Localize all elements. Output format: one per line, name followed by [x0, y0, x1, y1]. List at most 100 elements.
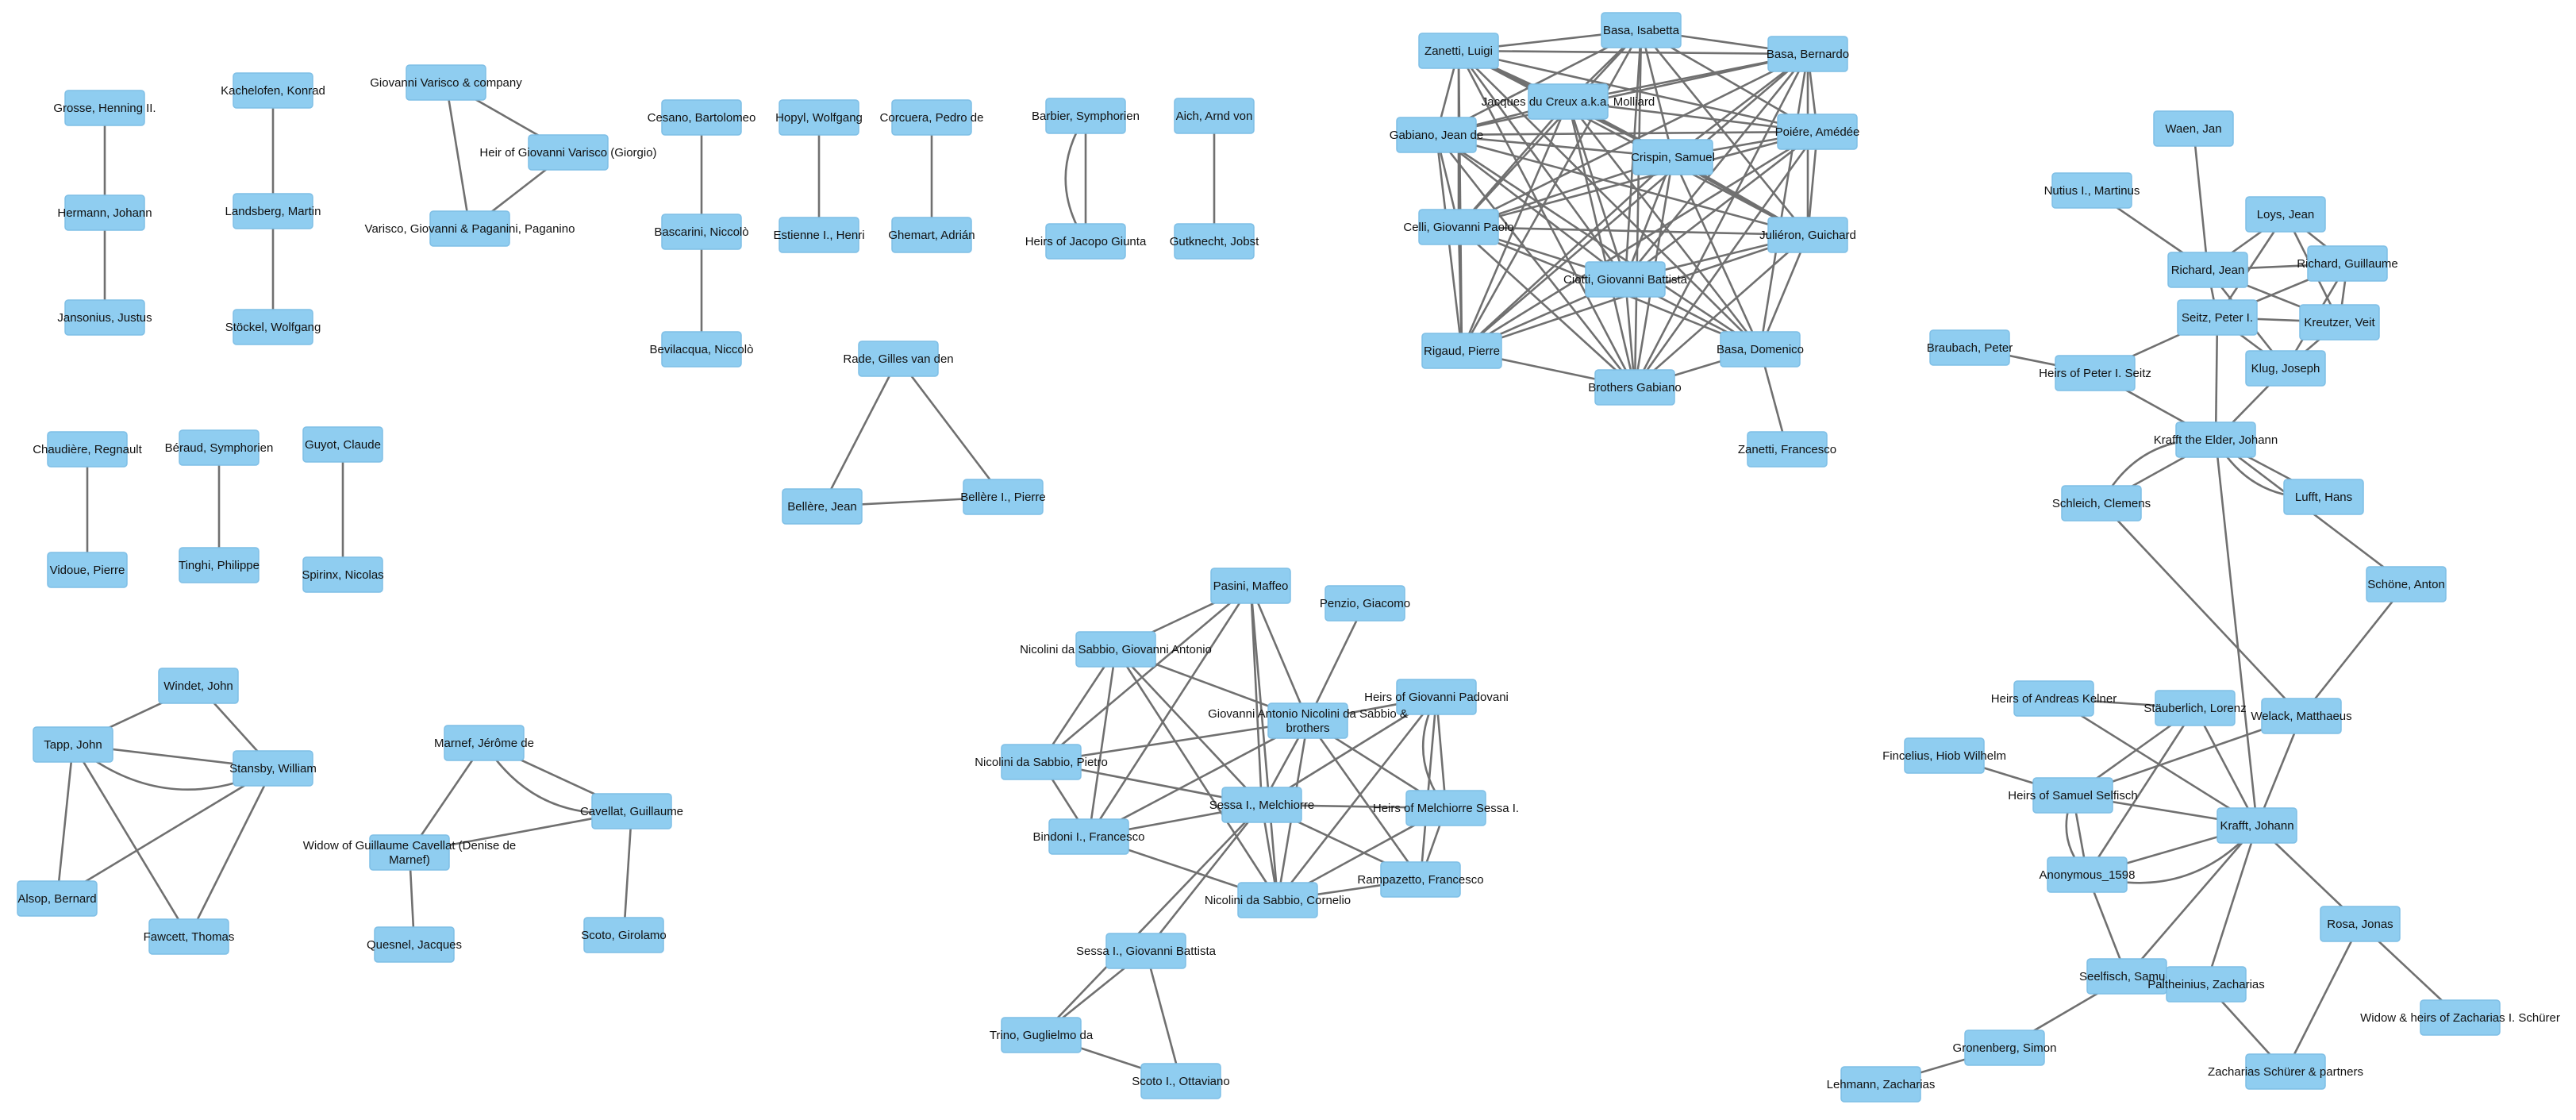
node-lehmann[interactable]: Lehmann, Zacharias: [1827, 1066, 1936, 1103]
node-rosa[interactable]: Rosa, Jonas: [2320, 906, 2401, 942]
node-bevilacqua[interactable]: Bevilacqua, Niccolò: [650, 331, 754, 368]
node-braubach[interactable]: Braubach, Peter: [1927, 329, 2013, 366]
node-krafft_elder[interactable]: Krafft the Elder, Johann: [2154, 421, 2278, 458]
node-nicolini_p[interactable]: Nicolini da Sabbio, Pietro: [975, 744, 1108, 780]
node-heirs_selfisch[interactable]: Heirs of Samuel Selfisch: [2008, 777, 2138, 814]
node-chaudiere[interactable]: Chaudière, Regnault: [33, 431, 143, 468]
node-seitz[interactable]: Seitz, Peter I.: [2177, 299, 2258, 336]
node-loys[interactable]: Loys, Jean: [2245, 196, 2326, 233]
node-fincelius[interactable]: Fincelius, Hiob Wilhelm: [1882, 737, 2006, 774]
node-klug[interactable]: Klug, Joseph: [2245, 350, 2326, 387]
node-landsberg[interactable]: Landsberg, Martin: [225, 193, 321, 229]
node-hermann[interactable]: Hermann, Johann: [57, 194, 152, 231]
node-ciotti[interactable]: Ciotti, Giovanni Battista: [1563, 261, 1688, 298]
node-nicolini_ga[interactable]: Nicolini da Sabbio, Giovanni Antonio: [1020, 631, 1212, 668]
node-paltheinius[interactable]: Paltheinius, Zacharias: [2147, 966, 2265, 1003]
node-schone[interactable]: Schöne, Anton: [2366, 566, 2447, 602]
node-tapp[interactable]: Tapp, John: [33, 726, 113, 763]
node-zanetti_l[interactable]: Zanetti, Luigi: [1418, 33, 1499, 69]
node-basa_i[interactable]: Basa, Isabetta: [1601, 12, 1682, 48]
node-heirs_seitz[interactable]: Heirs of Peter I. Seitz: [2039, 355, 2151, 391]
node-heirs_sessa_m[interactable]: Heirs of Melchiorre Sessa I.: [1373, 790, 1519, 826]
node-varisco_co[interactable]: Giovanni Varisco & company: [370, 64, 522, 101]
node-rigaud[interactable]: Rigaud, Pierre: [1421, 333, 1502, 369]
node-brothers_gabiano[interactable]: Brothers Gabiano: [1588, 369, 1682, 406]
node-lufft[interactable]: Lufft, Hans: [2283, 479, 2364, 515]
node-windet[interactable]: Windet, John: [158, 668, 239, 704]
node-zanetti_f[interactable]: Zanetti, Francesco: [1738, 431, 1836, 468]
node-bindoni[interactable]: Bindoni I., Francesco: [1033, 818, 1145, 855]
node-scoto_g[interactable]: Scoto, Girolamo: [581, 917, 667, 953]
node-scoto_o[interactable]: Scoto I., Ottaviano: [1132, 1063, 1230, 1099]
node-crispin[interactable]: Crispin, Samuel: [1631, 139, 1715, 175]
node-stockel[interactable]: Stöckel, Wolfgang: [225, 309, 321, 345]
node-nicolini_c[interactable]: Nicolini da Sabbio, Cornelio: [1205, 882, 1351, 918]
node-hopyl[interactable]: Hopyl, Wolfgang: [775, 99, 863, 136]
edge-krafft_j-paltheinius: [2205, 825, 2259, 985]
node-bellere_p[interactable]: Bellère I., Pierre: [960, 479, 1046, 515]
node-julieron[interactable]: Juliéron, Guichard: [1759, 217, 1856, 253]
node-richard_j[interactable]: Richard, Jean: [2167, 252, 2248, 288]
node-pasini[interactable]: Pasini, Maffeo: [1210, 568, 1291, 604]
edge-rosa-zacharias_schurer: [2284, 923, 2362, 1072]
node-trino[interactable]: Trino, Guglielmo da: [990, 1017, 1094, 1053]
node-grosse[interactable]: Grosse, Henning II.: [53, 90, 156, 126]
node-fawcett[interactable]: Fawcett, Thomas: [144, 918, 235, 955]
node-kachelofen[interactable]: Kachelofen, Konrad: [221, 72, 325, 109]
node-gutknecht[interactable]: Gutknecht, Jobst: [1170, 223, 1259, 260]
node-box: [1174, 223, 1255, 260]
node-zacharias_schurer[interactable]: Zacharias Schürer & partners: [2208, 1053, 2363, 1090]
node-heirs_giunta[interactable]: Heirs of Jacopo Giunta: [1025, 223, 1147, 260]
node-estienne[interactable]: Estienne I., Henri: [773, 217, 865, 253]
node-jacques[interactable]: Jacques du Creux a.k.a. Molliard: [1482, 83, 1655, 120]
node-anonymous[interactable]: Anonymous_1598: [2040, 856, 2136, 893]
node-corcuera[interactable]: Corcuera, Pedro de: [880, 99, 984, 136]
node-nutius[interactable]: Nutius I., Martinus: [2044, 172, 2140, 209]
node-tinghi[interactable]: Tinghi, Philippe: [179, 547, 260, 583]
node-box: [1632, 139, 1713, 175]
node-rampazetto[interactable]: Rampazetto, Francesco: [1357, 861, 1484, 898]
node-cavellat_g[interactable]: Cavellat, Guillaume: [580, 793, 683, 829]
node-marnef[interactable]: Marnef, Jérôme de: [434, 725, 534, 761]
node-richard_g[interactable]: Richard, Guillaume: [2297, 245, 2398, 282]
node-alsop[interactable]: Alsop, Bernard: [17, 880, 98, 917]
node-basa_d[interactable]: Basa, Domenico: [1717, 331, 1804, 368]
node-celli[interactable]: Celli, Giovanni Paolo: [1403, 209, 1514, 245]
node-welack[interactable]: Welack, Matthaeus: [2251, 698, 2352, 734]
node-ghemart[interactable]: Ghemart, Adrián: [888, 217, 975, 253]
node-poiere[interactable]: Poiére, Amédée: [1775, 114, 1860, 150]
node-rade[interactable]: Rade, Gilles van den: [843, 341, 954, 377]
node-barbier[interactable]: Barbier, Symphorien: [1032, 98, 1140, 134]
node-heir_varisco[interactable]: Heir of Giovanni Varisco (Giorgio): [479, 134, 657, 171]
node-basa_b[interactable]: Basa, Bernardo: [1767, 36, 1849, 72]
node-beraud[interactable]: Béraud, Symphorien: [165, 429, 274, 466]
node-aich[interactable]: Aich, Arnd von: [1174, 98, 1255, 134]
node-spirinx[interactable]: Spirinx, Nicolas: [302, 556, 384, 593]
node-vidoue[interactable]: Vidoue, Pierre: [47, 552, 128, 588]
node-seelfisch[interactable]: Seelfisch, Samuel: [2079, 958, 2174, 995]
node-guyot[interactable]: Guyot, Claude: [302, 426, 383, 463]
node-heirs_kelner[interactable]: Heirs of Andreas Kelner: [1991, 680, 2117, 717]
node-bellere_j[interactable]: Bellère, Jean: [782, 488, 863, 525]
node-cesano[interactable]: Cesano, Bartolomeo: [648, 99, 756, 136]
node-jansonius[interactable]: Jansonius, Justus: [57, 299, 152, 336]
node-box: [2166, 966, 2247, 1003]
node-krafft_j[interactable]: Krafft, Johann: [2217, 807, 2297, 844]
node-schleich[interactable]: Schleich, Clemens: [2052, 485, 2151, 522]
node-gronenberg[interactable]: Gronenberg, Simon: [1953, 1030, 2057, 1066]
node-heirs_padovani[interactable]: Heirs of Giovanni Padovani: [1364, 679, 1509, 715]
node-widow_cavellat[interactable]: Widow of Guillaume Cavellat (Denise deMa…: [303, 834, 516, 871]
node-stauberlich[interactable]: Stäuberlich, Lorenz: [2143, 690, 2247, 726]
node-kreutzer[interactable]: Kreutzer, Veit: [2299, 304, 2380, 341]
node-gabiano_j[interactable]: Gabiano, Jean de: [1390, 117, 1483, 153]
node-varisco_pag[interactable]: Varisco, Giovanni & Paganini, Paganino: [365, 210, 575, 247]
node-widow_schurer[interactable]: Widow & heirs of Zacharias I. Schürer: [2360, 999, 2560, 1036]
node-gan_brothers[interactable]: Giovanni Antonio Nicolini da Sabbio &bro…: [1208, 702, 1408, 739]
node-stansby[interactable]: Stansby, William: [229, 750, 317, 787]
node-quesnel[interactable]: Quesnel, Jacques: [367, 926, 462, 963]
node-sessa_m[interactable]: Sessa I., Melchiorre: [1209, 787, 1315, 823]
node-waen[interactable]: Waen, Jan: [2153, 110, 2234, 147]
node-bascarini[interactable]: Bascarini, Niccolò: [654, 214, 749, 250]
node-sessa_gb[interactable]: Sessa I., Giovanni Battista: [1076, 933, 1217, 969]
node-penzio[interactable]: Penzio, Giacomo: [1320, 585, 1410, 622]
